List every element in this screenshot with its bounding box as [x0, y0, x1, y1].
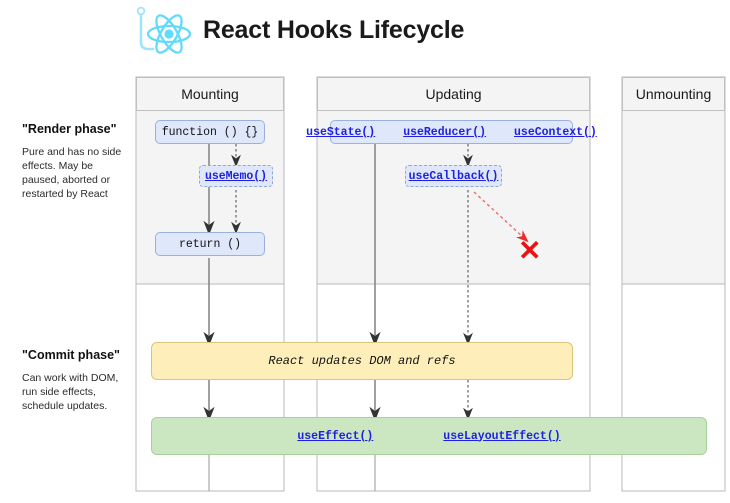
- node-return-call: return (): [155, 232, 265, 256]
- column-header-mounting: Mounting: [136, 77, 284, 111]
- render-phase-title: "Render phase": [22, 122, 117, 136]
- abort-x-icon: ✕: [518, 235, 542, 266]
- use-context-link[interactable]: useContext(): [514, 125, 597, 139]
- page-title: React Hooks Lifecycle: [203, 16, 465, 44]
- commit-phase-title: "Commit phase": [22, 348, 120, 362]
- node-use-callback[interactable]: useCallback(): [405, 165, 502, 187]
- use-reducer-link[interactable]: useReducer(): [403, 125, 487, 139]
- node-state-hooks-group[interactable]: useState() useReducer() useContext(): [306, 120, 597, 144]
- node-react-updates-dom: React updates DOM and refs: [151, 342, 573, 380]
- column-header-unmounting: Unmounting: [622, 77, 725, 111]
- node-use-memo[interactable]: useMemo(): [199, 165, 273, 187]
- node-effect-hooks-group[interactable]: useEffect() useLayoutEffect(): [151, 417, 707, 455]
- use-memo-link[interactable]: useMemo(): [204, 169, 268, 183]
- use-state-link[interactable]: useState(): [306, 125, 376, 139]
- page-header: React Hooks Lifecycle: [0, 0, 730, 66]
- use-layout-effect-link[interactable]: useLayoutEffect(): [443, 429, 561, 443]
- commit-phase-description: Can work with DOM, run side effects, sch…: [22, 372, 119, 412]
- column-header-updating: Updating: [317, 77, 590, 111]
- commit-phase-label: "Commit phase" Can work with DOM, run si…: [22, 348, 130, 413]
- render-phase-label: "Render phase" Pure and has no side effe…: [22, 122, 130, 201]
- use-callback-link[interactable]: useCallback(): [408, 169, 499, 183]
- render-phase-description: Pure and has no side effects. May be pau…: [22, 146, 122, 200]
- use-effect-link[interactable]: useEffect(): [297, 429, 374, 443]
- react-atom-hook-logo-icon: [132, 6, 194, 60]
- node-function-call: function () {}: [155, 120, 265, 144]
